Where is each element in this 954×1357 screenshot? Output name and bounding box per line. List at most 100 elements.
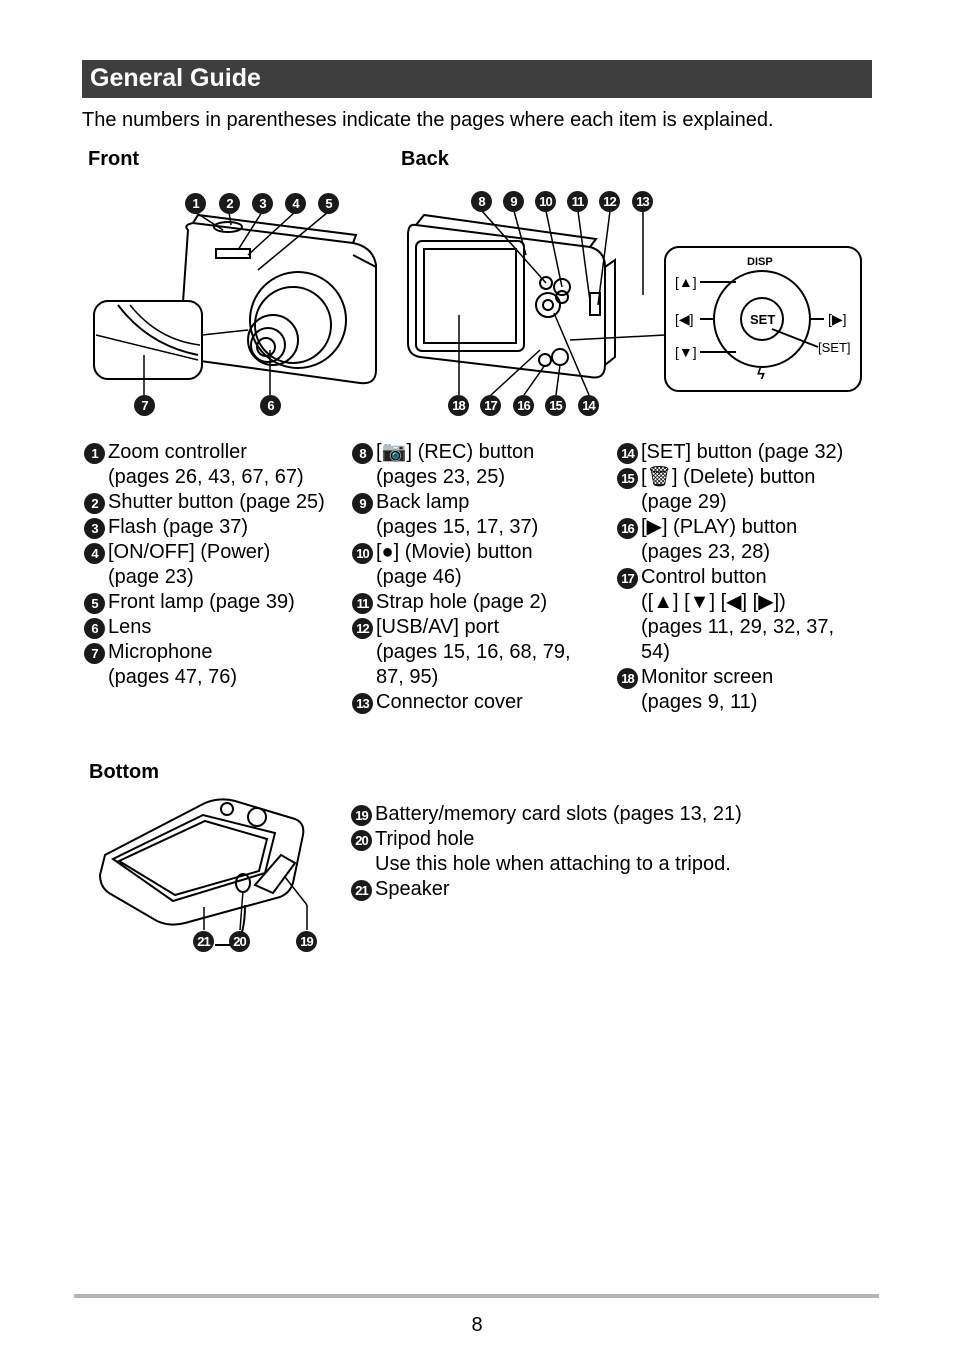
item-number-badge: 8 <box>352 443 373 464</box>
item-text-line: (page 46) <box>376 566 462 588</box>
item-text-line: Tripod hole <box>375 828 475 850</box>
item-number-badge: 4 <box>84 543 105 564</box>
callout-number: 15 <box>545 395 566 416</box>
item-text-line: Front lamp (page 39) <box>108 591 295 613</box>
item-text-line: [▶] (PLAY) button <box>641 516 798 538</box>
item-text-line: Flash (page 37) <box>108 516 249 538</box>
item-number-badge: 3 <box>84 518 105 539</box>
callout-number: 12 <box>599 191 620 212</box>
callout-number: 17 <box>480 395 501 416</box>
item-text-line: [●] (Movie) button <box>376 541 533 563</box>
callout-number: 7 <box>134 395 155 416</box>
callout-number: 8 <box>471 191 492 212</box>
left-label: [◀] <box>675 311 694 327</box>
list-item: 12[USB/AV] port(pages 15, 16, 68, 79,87,… <box>352 615 571 690</box>
callout-number: 10 <box>535 191 556 212</box>
callout-number: 6 <box>260 395 281 416</box>
page-number: 8 <box>471 1314 483 1336</box>
bottom-heading: Bottom <box>89 761 159 783</box>
item-number-badge: 10 <box>352 543 373 564</box>
item-number-badge: 17 <box>617 568 638 589</box>
camera-back-illustration <box>407 210 862 396</box>
callout-number: 3 <box>252 193 273 214</box>
camera-bottom-illustration <box>98 798 308 946</box>
item-text-line: Connector cover <box>376 691 523 713</box>
item-text-line: [ON/OFF] (Power) <box>108 541 271 563</box>
flash-icon: ϟ <box>757 366 765 383</box>
item-number-badge: 19 <box>351 805 372 826</box>
callout-number: 14 <box>578 395 599 416</box>
item-number-badge: 16 <box>617 518 638 539</box>
item-text-line: [SET] button (page 32) <box>641 441 844 463</box>
item-number-badge: 13 <box>352 693 373 714</box>
item-number-badge: 2 <box>84 493 105 514</box>
up-label: [▲] <box>675 274 697 290</box>
item-number-badge: 14 <box>617 443 638 464</box>
callout-number: 9 <box>503 191 524 212</box>
front-heading: Front <box>88 148 140 170</box>
item-text-line: Lens <box>108 616 152 638</box>
callout-number: 11 <box>567 191 588 212</box>
back-heading: Back <box>401 148 449 170</box>
list-item: 8[📷] (REC) button(pages 23, 25) <box>352 440 571 490</box>
item-text-line: Use this hole when attaching to a tripod… <box>375 853 731 875</box>
item-text-line: (page 29) <box>641 491 727 513</box>
callout-number: 13 <box>632 191 653 212</box>
parts-list-col3: 14[SET] button (page 32) 15[🗑] (Delete) … <box>617 440 843 715</box>
item-text-line: Control button <box>641 566 767 588</box>
callout-number: 4 <box>285 193 306 214</box>
item-text-line: Back lamp <box>376 491 470 513</box>
item-text-line: (pages 23, 28) <box>641 541 770 563</box>
list-item: 4[ON/OFF] (Power) (page 23) <box>84 540 325 590</box>
right-label: [▶] <box>828 311 847 327</box>
item-text-line: ([▲] [▼] [◀] [▶]) <box>641 591 786 613</box>
item-number-badge: 5 <box>84 593 105 614</box>
item-text-line: (page 23) <box>108 566 194 588</box>
item-text-line: (pages 26, 43, 67, 67) <box>108 466 304 488</box>
footer-rule <box>74 1294 879 1298</box>
item-text-line: (pages 23, 25) <box>376 466 505 488</box>
item-text-line: Shutter button (page 25) <box>108 491 325 513</box>
item-text-line: Battery/memory card slots (pages 13, 21) <box>375 803 742 825</box>
callout-number: 2 <box>219 193 240 214</box>
callout-number: 21 <box>193 931 214 952</box>
item-text-line: (pages 15, 16, 68, 79, <box>376 641 571 663</box>
item-text-line: [🗑] (Delete) button <box>641 466 816 488</box>
set-button-label: SET <box>750 312 776 327</box>
item-number-badge: 18 <box>617 668 638 689</box>
item-number-badge: 6 <box>84 618 105 639</box>
set-callout-label: [SET] <box>818 340 851 355</box>
callout-number: 5 <box>318 193 339 214</box>
item-text-line: (pages 11, 29, 32, 37, <box>641 616 835 638</box>
list-item: 16[▶] (PLAY) button (pages 23, 28) <box>617 515 843 565</box>
item-text-line: Microphone <box>108 641 213 663</box>
list-item: 10[●] (Movie) button (page 46) <box>352 540 571 590</box>
item-number-badge: 9 <box>352 493 373 514</box>
section-title-bar: General Guide <box>82 60 872 98</box>
item-text-line: (pages 9, 11) <box>641 691 758 713</box>
item-number-badge: 15 <box>617 468 638 489</box>
disp-label: DISP <box>747 256 773 268</box>
item-text-line: Monitor screen <box>641 666 774 688</box>
item-text-line: Strap hole (page 2) <box>376 591 548 613</box>
item-number-badge: 7 <box>84 643 105 664</box>
item-number-badge: 11 <box>352 593 373 614</box>
callout-number: 16 <box>513 395 534 416</box>
list-item: 14[SET] button (page 32) <box>617 440 843 465</box>
list-item: 15[🗑] (Delete) button (page 29) <box>617 465 843 515</box>
